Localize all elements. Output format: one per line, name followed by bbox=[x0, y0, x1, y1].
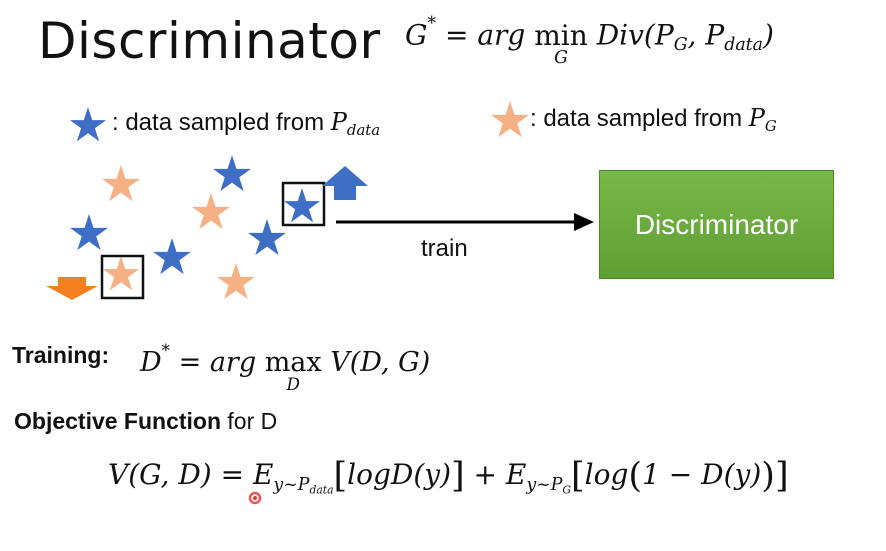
discriminator-box: Discriminator bbox=[599, 170, 834, 279]
fake-star-icon bbox=[102, 256, 140, 291]
down-arrow-icon bbox=[46, 277, 98, 300]
legend-fake-star-icon bbox=[490, 101, 530, 138]
pointer-dot-center bbox=[253, 496, 257, 500]
training-label: Training: bbox=[12, 342, 110, 368]
up-arrow-icon bbox=[322, 166, 368, 200]
slide-title: Discriminator bbox=[38, 12, 381, 70]
objective-heading: Objective Function for D bbox=[14, 408, 278, 434]
train-label: train bbox=[421, 235, 468, 262]
legend-real-label: : data sampled from Pdata bbox=[112, 108, 381, 139]
fake-star-icon bbox=[191, 193, 231, 230]
highlight-box-real bbox=[281, 181, 326, 227]
legend-real-star-icon bbox=[69, 107, 107, 142]
real-star-icon bbox=[283, 188, 321, 223]
real-star-icon bbox=[247, 219, 287, 256]
legend-fake-label: : data sampled from PG bbox=[530, 104, 777, 135]
real-star-icon bbox=[152, 238, 192, 275]
pointer-dot bbox=[248, 491, 262, 505]
highlight-box-fake bbox=[100, 254, 145, 300]
fake-star-icon bbox=[101, 165, 141, 202]
real-star-icon bbox=[69, 214, 109, 251]
right-arrow-icon bbox=[574, 213, 594, 231]
fake-star-icon bbox=[216, 263, 256, 300]
real-star-icon bbox=[212, 155, 252, 192]
value-function-formula: V(G, D) = Ey~Pdata[logD(y)] + Ey~PG[log(… bbox=[108, 456, 789, 497]
discriminator-label: Discriminator bbox=[634, 208, 799, 240]
